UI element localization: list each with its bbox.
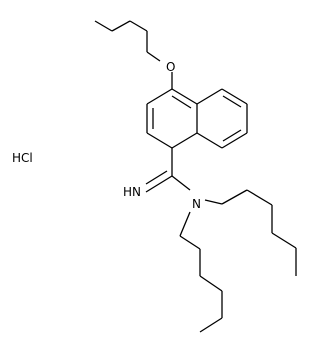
bond xyxy=(221,88,248,105)
hydrochloride-label: HCl xyxy=(12,151,33,165)
bond xyxy=(196,132,223,149)
bond xyxy=(111,20,131,32)
bond xyxy=(146,88,173,105)
bond xyxy=(179,211,191,237)
bond xyxy=(171,132,198,149)
bond xyxy=(271,232,297,249)
bond xyxy=(145,175,173,193)
bond xyxy=(204,199,223,205)
bond xyxy=(199,275,223,292)
oxygen-label: O xyxy=(166,60,175,74)
naphthalene-ring xyxy=(146,88,248,149)
bond xyxy=(222,95,242,108)
bond xyxy=(171,88,198,105)
bond xyxy=(221,189,248,205)
hexyl-chain-lower xyxy=(179,211,223,333)
structure-diagram: O HN N HCl xyxy=(12,20,297,333)
bond xyxy=(146,51,161,62)
bond xyxy=(145,170,168,185)
bond xyxy=(196,88,223,105)
amidine-group xyxy=(145,148,191,193)
bond xyxy=(222,129,242,142)
bond xyxy=(199,317,223,333)
pentyloxy-chain xyxy=(94,20,173,89)
amine-nitrogen-label: N xyxy=(192,197,201,211)
atom-labels: O HN N HCl xyxy=(12,60,201,211)
bond xyxy=(146,132,173,149)
bond xyxy=(94,20,113,32)
imine-label: HN xyxy=(123,185,141,199)
hexyl-chain-upper xyxy=(204,189,297,276)
bond xyxy=(246,189,273,206)
bond xyxy=(171,175,191,191)
bond xyxy=(179,235,201,250)
bond xyxy=(129,20,148,32)
bond xyxy=(221,132,248,149)
bond xyxy=(171,95,192,109)
